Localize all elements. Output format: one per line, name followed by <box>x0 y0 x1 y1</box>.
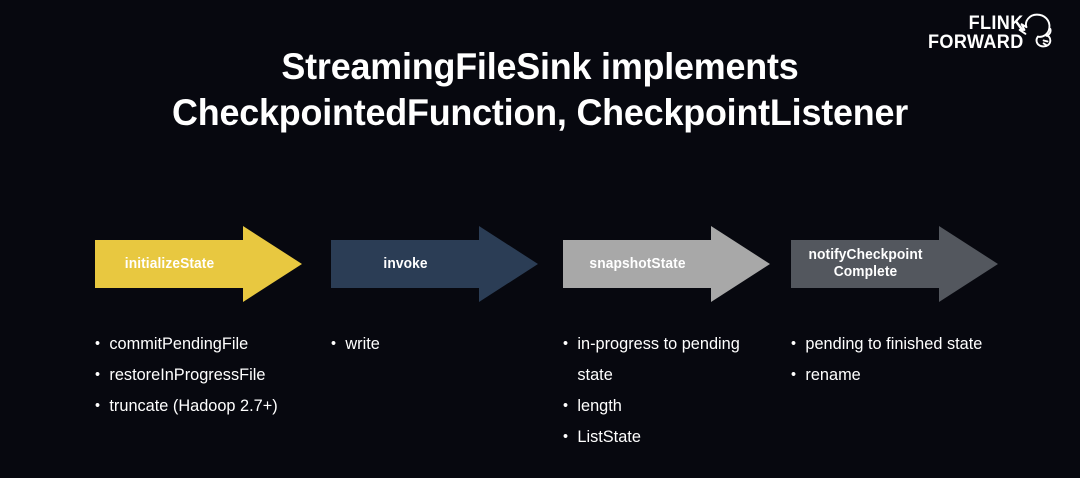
arrow-shape-4 <box>791 226 998 302</box>
arrow-label-2: invoke <box>383 255 428 272</box>
arrow-step-snapshotstate: snapshotState <box>563 226 770 302</box>
title-line-1: StreamingFileSink implements <box>281 46 799 87</box>
page-title: StreamingFileSink implements Checkpointe… <box>16 44 1064 136</box>
flink-forward-logo: FLINK FORWARD <box>923 13 1058 52</box>
list-item: commitPendingFile <box>95 328 316 359</box>
arrow-pipeline: initializeState invoke snapshotState not… <box>0 226 1080 302</box>
list-item: write <box>331 328 523 359</box>
list-item: pending to finished state <box>791 328 1007 359</box>
arrow-step-invoke: invoke <box>331 226 538 302</box>
bullet-column-notifycheckpointcomplete: pending to finished state rename <box>791 328 1016 390</box>
list-item: rename <box>791 359 1007 390</box>
bullet-column-invoke: write <box>331 328 531 359</box>
arrow-step-initializestate: initializeState <box>95 226 302 302</box>
logo-line-2: FORWARD <box>928 32 1024 53</box>
arrow-label-1: initializeState <box>124 255 215 272</box>
list-item: restoreInProgressFile <box>95 359 316 390</box>
arrow-label-3: snapshotState <box>589 255 686 272</box>
arrow-shape-3 <box>563 226 770 302</box>
logo-wordmark: FLINK FORWARD <box>928 14 1024 52</box>
arrow-shape-2 <box>331 226 538 302</box>
bullet-column-snapshotstate: in-progress to pending state length List… <box>563 328 778 452</box>
bullet-columns: commitPendingFile restoreInProgressFile … <box>0 328 1080 468</box>
title-line-2: CheckpointedFunction, CheckpointListener <box>171 92 909 133</box>
list-item: ListState <box>563 421 769 452</box>
list-item: in-progress to pending state <box>563 328 769 390</box>
squirrel-icon <box>1018 13 1052 48</box>
arrow-label-4: notifyCheckpoint Complete <box>808 247 923 280</box>
bullet-column-initializestate: commitPendingFile restoreInProgressFile … <box>95 328 325 421</box>
arrow-shape-1 <box>95 226 302 302</box>
list-item: length <box>563 390 769 421</box>
list-item: truncate (Hadoop 2.7+) <box>95 390 316 421</box>
arrow-step-notifycheckpointcomplete: notifyCheckpoint Complete <box>791 226 998 302</box>
logo-line-1: FLINK <box>968 13 1024 34</box>
